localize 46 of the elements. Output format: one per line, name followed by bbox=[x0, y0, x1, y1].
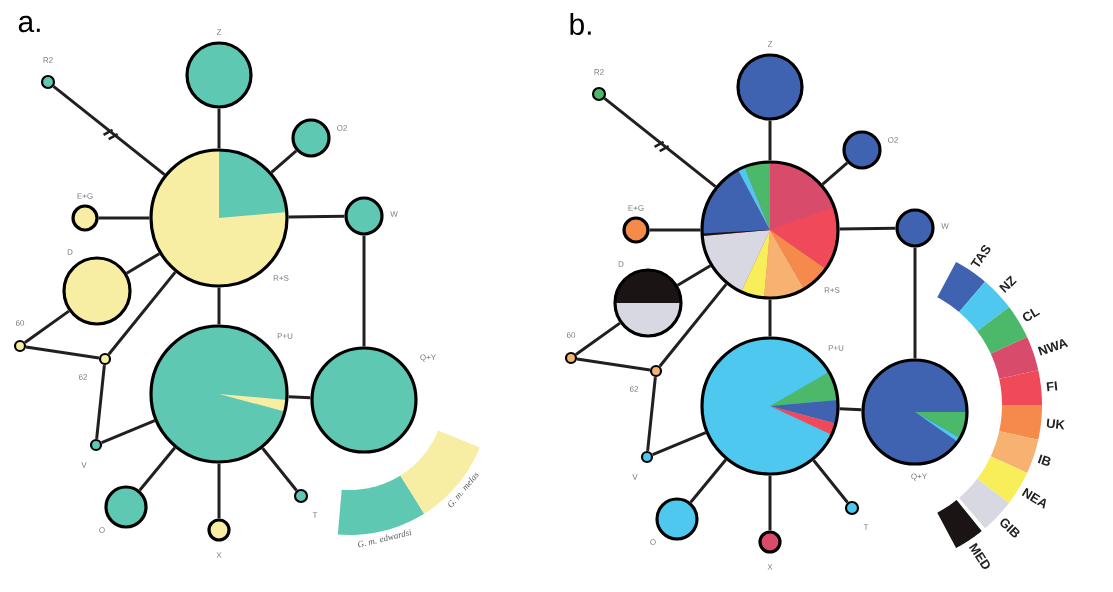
network-link bbox=[98, 216, 150, 220]
network-link bbox=[676, 264, 712, 287]
legend-label: NWA bbox=[1037, 338, 1069, 356]
network-link bbox=[24, 309, 70, 344]
network-link bbox=[288, 214, 345, 219]
network-link bbox=[649, 228, 701, 232]
network-link bbox=[288, 395, 311, 400]
network-link bbox=[768, 475, 772, 531]
legend-label: UK bbox=[1046, 418, 1065, 430]
legend-label: NZ bbox=[999, 275, 1017, 293]
network-link bbox=[839, 226, 896, 231]
network-link bbox=[101, 419, 156, 445]
network-link bbox=[107, 271, 177, 356]
legend-label: IB bbox=[1037, 454, 1051, 466]
legend-label: G. m. edwardsi bbox=[358, 529, 412, 548]
network-link bbox=[646, 376, 657, 452]
network-link bbox=[821, 161, 849, 186]
network-link bbox=[362, 235, 366, 347]
network-link bbox=[95, 364, 106, 440]
network-link bbox=[576, 357, 651, 372]
network-link bbox=[768, 120, 772, 161]
network-link bbox=[217, 463, 221, 519]
legend-label: FI bbox=[1046, 381, 1058, 392]
network-link bbox=[138, 446, 176, 492]
network-link bbox=[270, 149, 298, 174]
network-link bbox=[217, 108, 221, 149]
network-link bbox=[768, 299, 772, 337]
network-link bbox=[812, 459, 849, 504]
network-link bbox=[575, 321, 621, 356]
network-link bbox=[217, 287, 221, 325]
network-link bbox=[913, 247, 917, 359]
network-link bbox=[125, 252, 161, 275]
network-link bbox=[658, 283, 728, 368]
network-link bbox=[652, 431, 707, 457]
network-link bbox=[603, 97, 717, 188]
panel-letter: a. bbox=[18, 15, 40, 33]
panel-letter: b. bbox=[570, 13, 591, 35]
legend-label: TAS bbox=[970, 245, 991, 267]
network-link bbox=[25, 345, 100, 360]
network-link bbox=[52, 85, 166, 176]
network-link bbox=[689, 458, 727, 504]
network-link bbox=[839, 407, 862, 412]
network-link bbox=[261, 447, 298, 492]
legend-label: CL bbox=[1022, 308, 1041, 321]
legend-label: NEA bbox=[1021, 487, 1046, 509]
legend-label: GIB bbox=[1000, 518, 1020, 538]
